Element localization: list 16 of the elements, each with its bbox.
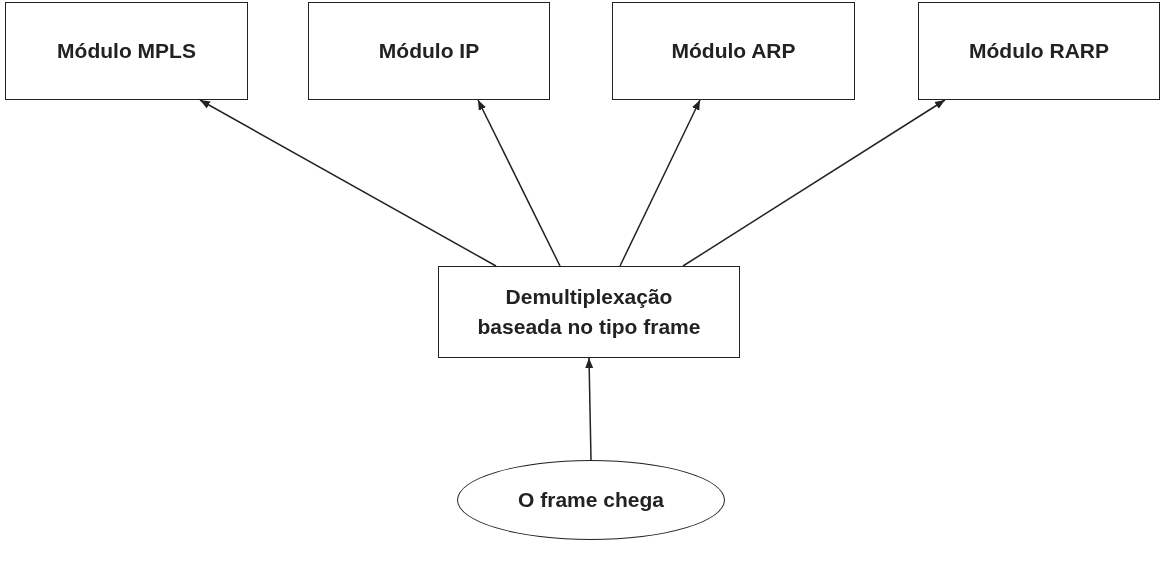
arrow [199, 99, 497, 267]
process-box [438, 266, 740, 358]
node-label: O frame chega [518, 486, 664, 513]
process-box [5, 2, 248, 100]
process-box [612, 2, 855, 100]
arrow [682, 99, 946, 267]
arrow [619, 99, 701, 267]
node-label: Módulo IP [378, 37, 480, 64]
arrow [477, 99, 561, 267]
arrow [585, 357, 594, 461]
process-box [918, 2, 1160, 100]
node-label: Módulo RARP [969, 37, 1109, 64]
process-box [308, 2, 550, 100]
node-label: Demultiplexação baseada no tipo frame [476, 283, 702, 340]
node-label: Módulo MPLS [57, 37, 196, 64]
node-label: Módulo ARP [671, 37, 796, 64]
